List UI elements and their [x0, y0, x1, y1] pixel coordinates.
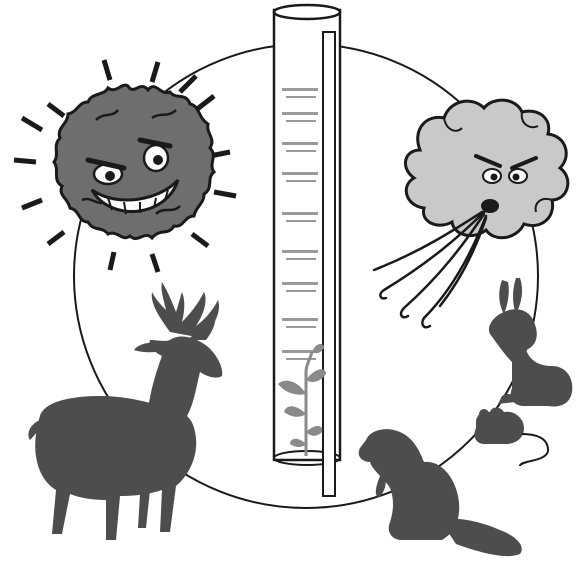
mouse-icon — [474, 408, 548, 467]
sun-icon — [14, 60, 236, 272]
rabbit-icon — [489, 278, 572, 406]
beaver-icon — [359, 429, 522, 556]
deer-icon — [28, 282, 222, 540]
wind-cloud-icon — [374, 100, 568, 327]
